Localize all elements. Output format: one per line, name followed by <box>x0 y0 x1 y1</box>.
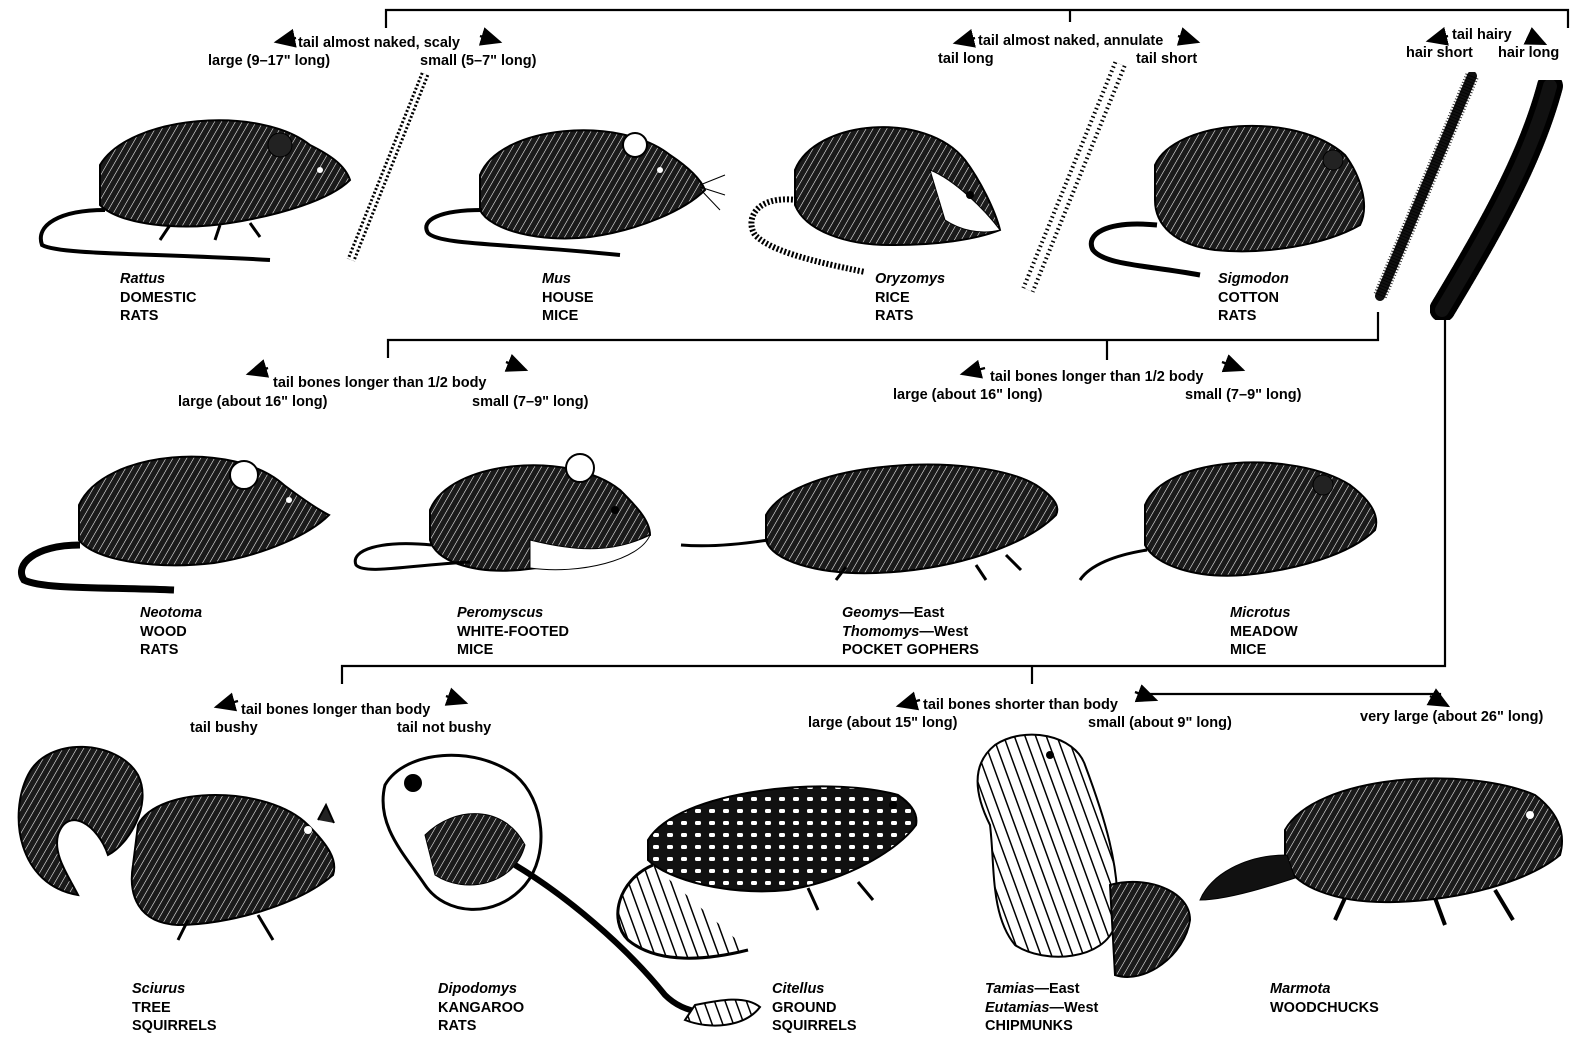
rattus-common1: DOMESTIC <box>120 289 197 308</box>
long-hair-tail-illustration <box>1430 80 1570 320</box>
sciurus-illustration <box>8 735 368 955</box>
sigmodon-genus: Sigmodon <box>1218 270 1289 289</box>
sciurus-common2: SQUIRRELS <box>132 1017 217 1036</box>
key5-left: large (about 16" long) <box>893 387 1042 404</box>
dipodomys-genus: Dipodomys <box>438 980 524 999</box>
rattus-genus: Rattus <box>120 270 197 289</box>
peromyscus-illustration <box>350 450 680 590</box>
microtus-genus: Microtus <box>1230 604 1298 623</box>
microtus-common1: MEADOW <box>1230 623 1298 642</box>
citellus-caption: Citellus GROUND SQUIRRELS <box>772 980 857 1036</box>
neotoma-common2: RATS <box>140 641 202 660</box>
mus-common1: HOUSE <box>542 289 594 308</box>
tamias-caption: Tamias—East Eutamias—West CHIPMUNKS <box>985 980 1098 1036</box>
peromyscus-common2: MICE <box>457 641 569 660</box>
thomomys-region: —West <box>919 624 968 640</box>
dipodomys-common2: RATS <box>438 1017 524 1036</box>
key6-heading: tail bones longer than body <box>241 702 430 719</box>
neotoma-caption: Neotoma WOOD RATS <box>140 604 202 660</box>
key3-right: hair long <box>1498 45 1559 62</box>
key5-right: small (7–9" long) <box>1185 387 1301 404</box>
mus-caption: Mus HOUSE MICE <box>542 270 594 326</box>
tamias-region: —East <box>1034 981 1079 997</box>
oryzomys-illustration <box>745 110 1015 280</box>
key3-left: hair short <box>1406 45 1473 62</box>
tamias-common: CHIPMUNKS <box>985 1017 1098 1036</box>
marmota-genus: Marmota <box>1270 980 1379 999</box>
mus-common2: MICE <box>542 307 594 326</box>
key4-heading: tail bones longer than 1/2 body <box>273 375 487 392</box>
citellus-common2: SQUIRRELS <box>772 1017 857 1036</box>
tamias-genus: Tamias <box>985 981 1034 997</box>
pocket-gopher-line1: Geomys—East <box>842 604 979 623</box>
marmota-caption: Marmota WOODCHUCKS <box>1270 980 1379 1017</box>
key2-heading: tail almost naked, annulate <box>978 33 1163 50</box>
sciurus-common1: TREE <box>132 999 217 1018</box>
peromyscus-caption: Peromyscus WHITE-FOOTED MICE <box>457 604 569 660</box>
marmota-common1: WOODCHUCKS <box>1270 999 1379 1018</box>
tamias-line2: Eutamias—West <box>985 999 1098 1018</box>
mus-genus: Mus <box>542 270 594 289</box>
tamias-line1: Tamias—East <box>985 980 1098 999</box>
pocket-gopher-line2: Thomomys—West <box>842 623 979 642</box>
pocket-gopher-caption: Geomys—East Thomomys—West POCKET GOPHERS <box>842 604 979 660</box>
sigmodon-illustration <box>1085 115 1375 285</box>
microtus-common2: MICE <box>1230 641 1298 660</box>
sigmodon-common1: COTTON <box>1218 289 1289 308</box>
sigmodon-caption: Sigmodon COTTON RATS <box>1218 270 1289 326</box>
marmota-illustration <box>1195 760 1570 940</box>
key1-left: large (9–17" long) <box>208 53 330 70</box>
citellus-genus: Citellus <box>772 980 857 999</box>
oryzomys-common2: RATS <box>875 307 945 326</box>
citellus-common1: GROUND <box>772 999 857 1018</box>
eutamias-genus: Eutamias <box>985 1000 1049 1016</box>
key3-heading: tail hairy <box>1452 27 1512 44</box>
dipodomys-caption: Dipodomys KANGAROO RATS <box>438 980 524 1036</box>
key1-right: small (5–7" long) <box>420 53 536 70</box>
microtus-illustration <box>1075 455 1405 595</box>
sigmodon-common2: RATS <box>1218 307 1289 326</box>
sciurus-genus: Sciurus <box>132 980 217 999</box>
key5-heading: tail bones longer than 1/2 body <box>990 369 1204 386</box>
key4-right: small (7–9" long) <box>472 394 588 411</box>
tamias-illustration <box>935 725 1205 995</box>
dipodomys-common1: KANGAROO <box>438 999 524 1018</box>
oryzomys-caption: Oryzomys RICE RATS <box>875 270 945 326</box>
neotoma-genus: Neotoma <box>140 604 202 623</box>
mus-illustration <box>420 115 730 265</box>
peromyscus-genus: Peromyscus <box>457 604 569 623</box>
key7-extra: very large (about 26" long) <box>1360 709 1543 726</box>
rattus-caption: Rattus DOMESTIC RATS <box>120 270 197 326</box>
sciurus-caption: Sciurus TREE SQUIRRELS <box>132 980 217 1036</box>
microtus-caption: Microtus MEADOW MICE <box>1230 604 1298 660</box>
key6-right: tail not bushy <box>397 720 491 737</box>
geomys-region: —East <box>899 605 944 621</box>
eutamias-region: —West <box>1049 1000 1098 1016</box>
key2-right: tail short <box>1136 51 1197 68</box>
key7-heading: tail bones shorter than body <box>923 697 1118 714</box>
key2-left: tail long <box>938 51 994 68</box>
peromyscus-common1: WHITE-FOOTED <box>457 623 569 642</box>
oryzomys-common1: RICE <box>875 289 945 308</box>
neotoma-common1: WOOD <box>140 623 202 642</box>
neotoma-illustration <box>14 445 334 595</box>
citellus-illustration <box>608 770 928 970</box>
pocket-gopher-illustration <box>676 455 1066 585</box>
pocket-gopher-common: POCKET GOPHERS <box>842 641 979 660</box>
key4-left: large (about 16" long) <box>178 394 327 411</box>
rattus-common2: RATS <box>120 307 197 326</box>
rattus-illustration <box>30 105 360 265</box>
geomys-genus: Geomys <box>842 605 899 621</box>
oryzomys-genus: Oryzomys <box>875 270 945 289</box>
key1-heading: tail almost naked, scaly <box>298 35 460 52</box>
thomomys-genus: Thomomys <box>842 624 919 640</box>
